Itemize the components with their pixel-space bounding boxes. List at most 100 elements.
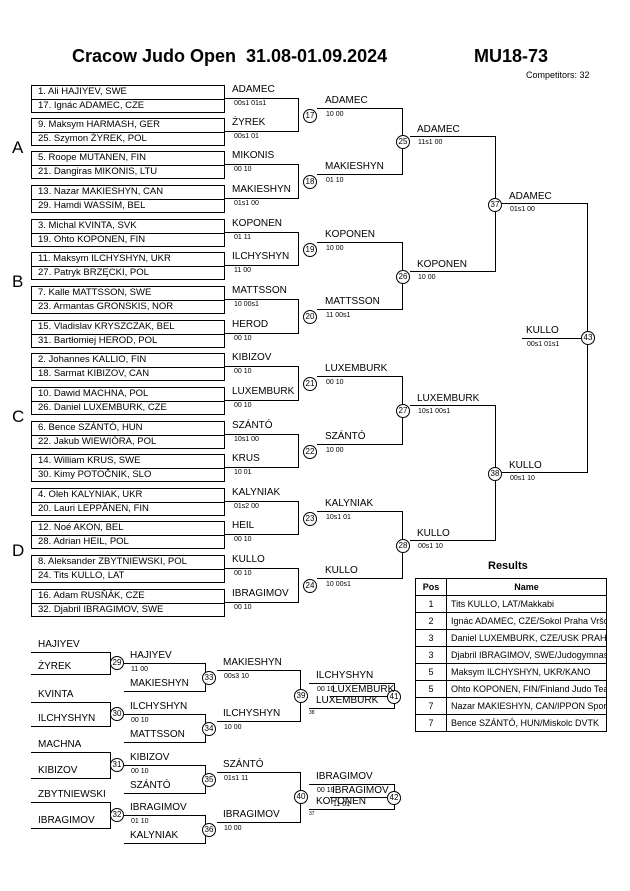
first-round-match	[31, 85, 225, 113]
bracket-line	[225, 98, 299, 99]
match-score: 00 10	[326, 379, 344, 386]
winner-name: HAJIYEV	[130, 650, 172, 661]
match-score: 10 00	[326, 111, 344, 118]
result-position: 7	[415, 714, 447, 732]
match-number-circle: 19	[303, 243, 317, 257]
athlete-name: 1. Ali HAJIYEV, SWE	[38, 86, 127, 97]
winner-name: LUXEMBURK	[417, 393, 480, 404]
bracket-line	[31, 674, 111, 675]
winner-name: KULLO	[325, 565, 358, 576]
match-separator	[32, 165, 224, 166]
athlete-name: 14. William KRUS, SWE	[38, 455, 141, 466]
athlete-name: KOPONEN	[316, 796, 367, 807]
bracket-line	[309, 683, 395, 684]
bracket-line	[317, 376, 403, 377]
match-number-circle: 32	[110, 808, 124, 822]
match-score: 10s1 01	[326, 514, 351, 521]
bracket-line	[502, 472, 588, 473]
champion-name: KULLO	[526, 325, 559, 336]
bracket-line	[225, 434, 299, 435]
match-score: 00s1 10	[510, 475, 535, 482]
match-number-circle: 40	[294, 790, 308, 804]
loser-match-ref: 37	[309, 811, 315, 817]
winner-name: KULLO	[417, 528, 450, 539]
winner-name: HEIL	[232, 520, 255, 531]
bracket-line	[502, 203, 588, 204]
match-score: 10 00	[326, 245, 344, 252]
bracket-line	[410, 540, 496, 541]
bracket-line	[298, 366, 299, 401]
first-round-match	[31, 286, 225, 314]
match-score: 11s1 00	[418, 139, 443, 146]
athlete-name: 28. Adrian HEIL, POL	[38, 536, 129, 547]
bracket-line	[522, 338, 581, 339]
match-score: 01 11	[234, 234, 251, 241]
match-number-circle: 24	[303, 579, 317, 593]
bracket-line	[31, 652, 111, 653]
bracket-line	[309, 784, 395, 785]
bracket-line	[309, 809, 395, 810]
bracket-line	[298, 164, 299, 199]
winner-name: SZÁNTÓ	[232, 420, 273, 431]
bracket-line	[31, 752, 111, 753]
athlete-name: 23. Armantas GRONSKIS, NOR	[38, 301, 174, 312]
athlete-name: 12. Noé AKON, BEL	[38, 522, 124, 533]
bracket-line	[410, 271, 496, 272]
first-round-match	[31, 488, 225, 516]
athlete-name: 2. Johannes KALLIO, FIN	[38, 354, 147, 365]
athlete-name: 19. Ohto KOPONEN, FIN	[38, 234, 146, 245]
winner-name: KULLO	[509, 460, 542, 471]
bracket-line	[317, 511, 403, 512]
match-score: 11 00	[131, 666, 148, 673]
bracket-line	[124, 663, 206, 664]
match-number-circle: 43	[581, 331, 595, 345]
match-number-circle: 41	[387, 690, 401, 704]
match-number-circle: 38	[488, 467, 502, 481]
athlete-name: 20. Lauri LEPPÄNEN, FIN	[38, 503, 149, 514]
category-label: MU18-73	[474, 46, 549, 66]
bracket-line	[225, 299, 299, 300]
first-round-match	[31, 454, 225, 482]
athlete-name: 9. Maksym HARMASH, GER	[38, 119, 160, 130]
winner-name: MAKIESHYN	[325, 161, 384, 172]
bracket-line	[217, 822, 301, 823]
bracket-line	[124, 742, 206, 743]
bracket-line	[309, 708, 395, 709]
match-score: 00s1 01s1	[527, 341, 560, 348]
results-header-row: Pos Name	[415, 578, 607, 596]
match-score: 00 10	[234, 536, 252, 543]
match-number-circle: 22	[303, 445, 317, 459]
winner-name: MAKIESHYN	[232, 184, 291, 195]
bracket-line	[124, 691, 206, 692]
winner-name: KOPONEN	[417, 259, 468, 270]
athlete-name: 7. Kalle MATTSSON, SWE	[38, 287, 152, 298]
winner-name: SZÁNTÓ	[325, 431, 366, 442]
first-round-match	[31, 555, 225, 583]
match-score: 10 00s1	[234, 301, 259, 308]
winner-name: IBRAGIMOV	[232, 588, 289, 599]
bracket-line	[225, 131, 299, 132]
athlete-name: 11. Maksym ILCHYSHYN, UKR	[38, 253, 171, 264]
result-position: 5	[415, 680, 447, 698]
athlete-name: 18. Sarmat KIBIZOV, CAN	[38, 368, 150, 379]
athlete-name: 4. Oleh KALYNIAK, UKR	[38, 489, 143, 500]
match-score: 01 10	[326, 177, 344, 184]
bracket-line	[217, 772, 301, 773]
bracket-line	[225, 198, 299, 199]
match-number-circle: 29	[110, 656, 124, 670]
first-round-match	[31, 353, 225, 381]
match-score: 00 10	[234, 335, 252, 342]
athlete-name: KVINTA	[38, 689, 74, 700]
winner-name: MATTSSON	[325, 296, 380, 307]
match-score: 11 00	[234, 267, 251, 274]
match-separator	[32, 99, 224, 100]
result-athlete: Maksym ILCHYSHYN, UKR/KANO	[446, 663, 607, 681]
match-number-circle: 21	[303, 377, 317, 391]
match-score: 00 10	[131, 717, 149, 724]
match-separator	[32, 199, 224, 200]
athlete-name: 27. Patryk BRZĘCKI, POL	[38, 267, 149, 278]
athlete-name: IBRAGIMOV	[38, 815, 95, 826]
first-round-match	[31, 387, 225, 415]
